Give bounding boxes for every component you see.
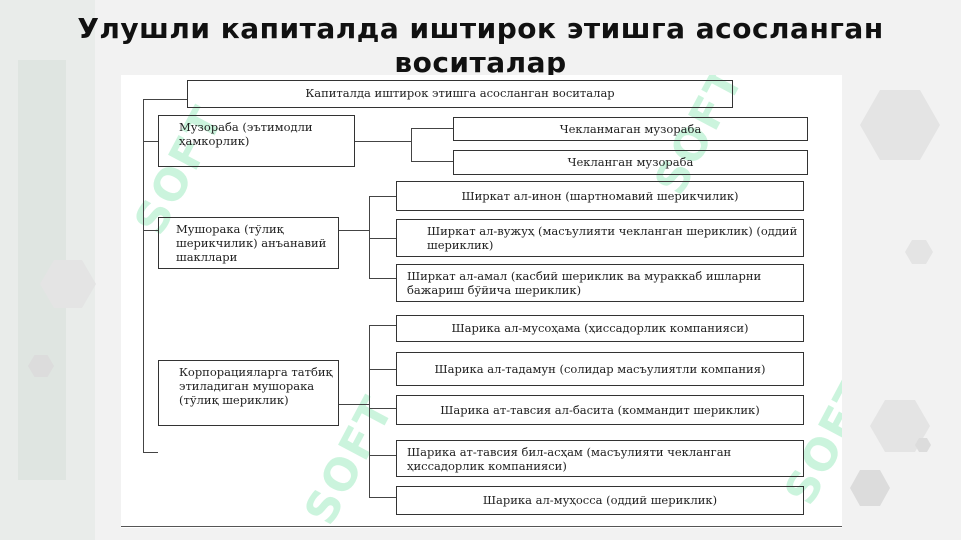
connector-line: [369, 278, 396, 280]
item-box: Шарика ат-тавсия бил-асҳам (масъулияти ч…: [396, 440, 804, 477]
connector-line: [369, 455, 396, 457]
connector-line: [369, 408, 396, 410]
connector-line: [143, 99, 145, 452]
group-box-muzoraba: Музораба (эътимодли ҳамкорлик): [158, 115, 355, 167]
decor-hex: [905, 240, 933, 264]
decor-hex: [28, 355, 54, 377]
item-label: Ширкат ал-инон (шартномавий шерикчилик): [461, 189, 739, 203]
group-box-corporate: Корпорацияларга татбиқ этиладиган мушора…: [158, 360, 339, 426]
connector-line: [355, 141, 411, 143]
item-label: Чекланган музораба: [567, 155, 694, 169]
item-box: Шарика ал-тадамун (солидар масъулиятли к…: [396, 352, 804, 386]
item-label: Шарика ал-тадамун (солидар масъулиятли к…: [434, 362, 766, 376]
item-box: Чекланмаган музораба: [453, 117, 808, 141]
connector-line: [143, 99, 187, 101]
connector-line: [339, 230, 369, 232]
item-label: Шарика ат-тавсия ал-басита (коммандит ше…: [440, 403, 760, 417]
connector-line: [143, 230, 158, 232]
connector-line: [143, 141, 158, 143]
diagram-panel: SOFT SOFT SOFT SOFT Капиталда иштирок эт…: [121, 75, 842, 528]
item-label: Чекланмаган музораба: [559, 122, 702, 136]
item-box: Ширкат ал-инон (шартномавий шерикчилик): [396, 181, 804, 211]
connector-line: [369, 497, 396, 499]
decor-hex: [850, 470, 890, 506]
bottom-rule: [121, 526, 842, 527]
decor-hex: [860, 90, 940, 160]
root-box: Капиталда иштирок этишга асосланган воси…: [187, 80, 733, 108]
connector-line: [369, 369, 396, 371]
connector-line: [411, 128, 413, 161]
item-box: Чекланган музораба: [453, 150, 808, 175]
connector-line: [369, 238, 396, 240]
page-title: Улушли капиталда иштирок этишга асосланг…: [77, 12, 884, 79]
item-box: Ширкат ал-вужуҳ (масъулияти чекланган ше…: [396, 219, 804, 257]
connector-line: [411, 128, 453, 130]
item-label: Шарика ал-мусоҳама (ҳиссадорлик компания…: [451, 321, 749, 335]
connector-line: [369, 325, 396, 327]
connector-line: [143, 452, 158, 454]
connector-line: [369, 196, 396, 198]
connector-line: [369, 325, 371, 497]
item-box: Шарика ал-мусоҳама (ҳиссадорлик компания…: [396, 315, 804, 342]
item-box: Ширкат ал-амал (касбий шериклик ва мурак…: [396, 264, 804, 302]
group-label: Музораба (эътимодли ҳамкорлик): [179, 120, 313, 148]
group-label: Корпорацияларга татбиқ этиладиган мушора…: [179, 365, 333, 407]
decor-hex: [915, 438, 931, 452]
connector-line: [369, 196, 371, 278]
group-box-mushoraka: Мушорака (тўлиқ шерикчилик) анъанавий ша…: [158, 217, 339, 269]
item-label: Ширкат ал-вужуҳ (масъулияти чекланган ше…: [427, 224, 798, 252]
item-label: Шарика ал-муҳосса (оддий шериклик): [482, 493, 718, 507]
item-box: Шарика ал-муҳосса (оддий шериклик): [396, 486, 804, 515]
item-label: Шарика ат-тавсия бил-асҳам (масъулияти ч…: [407, 445, 732, 473]
item-label: Ширкат ал-амал (касбий шериклик ва мурак…: [407, 269, 762, 297]
group-label: Мушорака (тўлиқ шерикчилик) анъанавий ша…: [176, 222, 327, 264]
item-box: Шарика ат-тавсия ал-басита (коммандит ше…: [396, 395, 804, 425]
connector-line: [411, 161, 453, 163]
root-label: Капиталда иштирок этишга асосланган воси…: [305, 86, 615, 100]
connector-line: [339, 404, 369, 406]
